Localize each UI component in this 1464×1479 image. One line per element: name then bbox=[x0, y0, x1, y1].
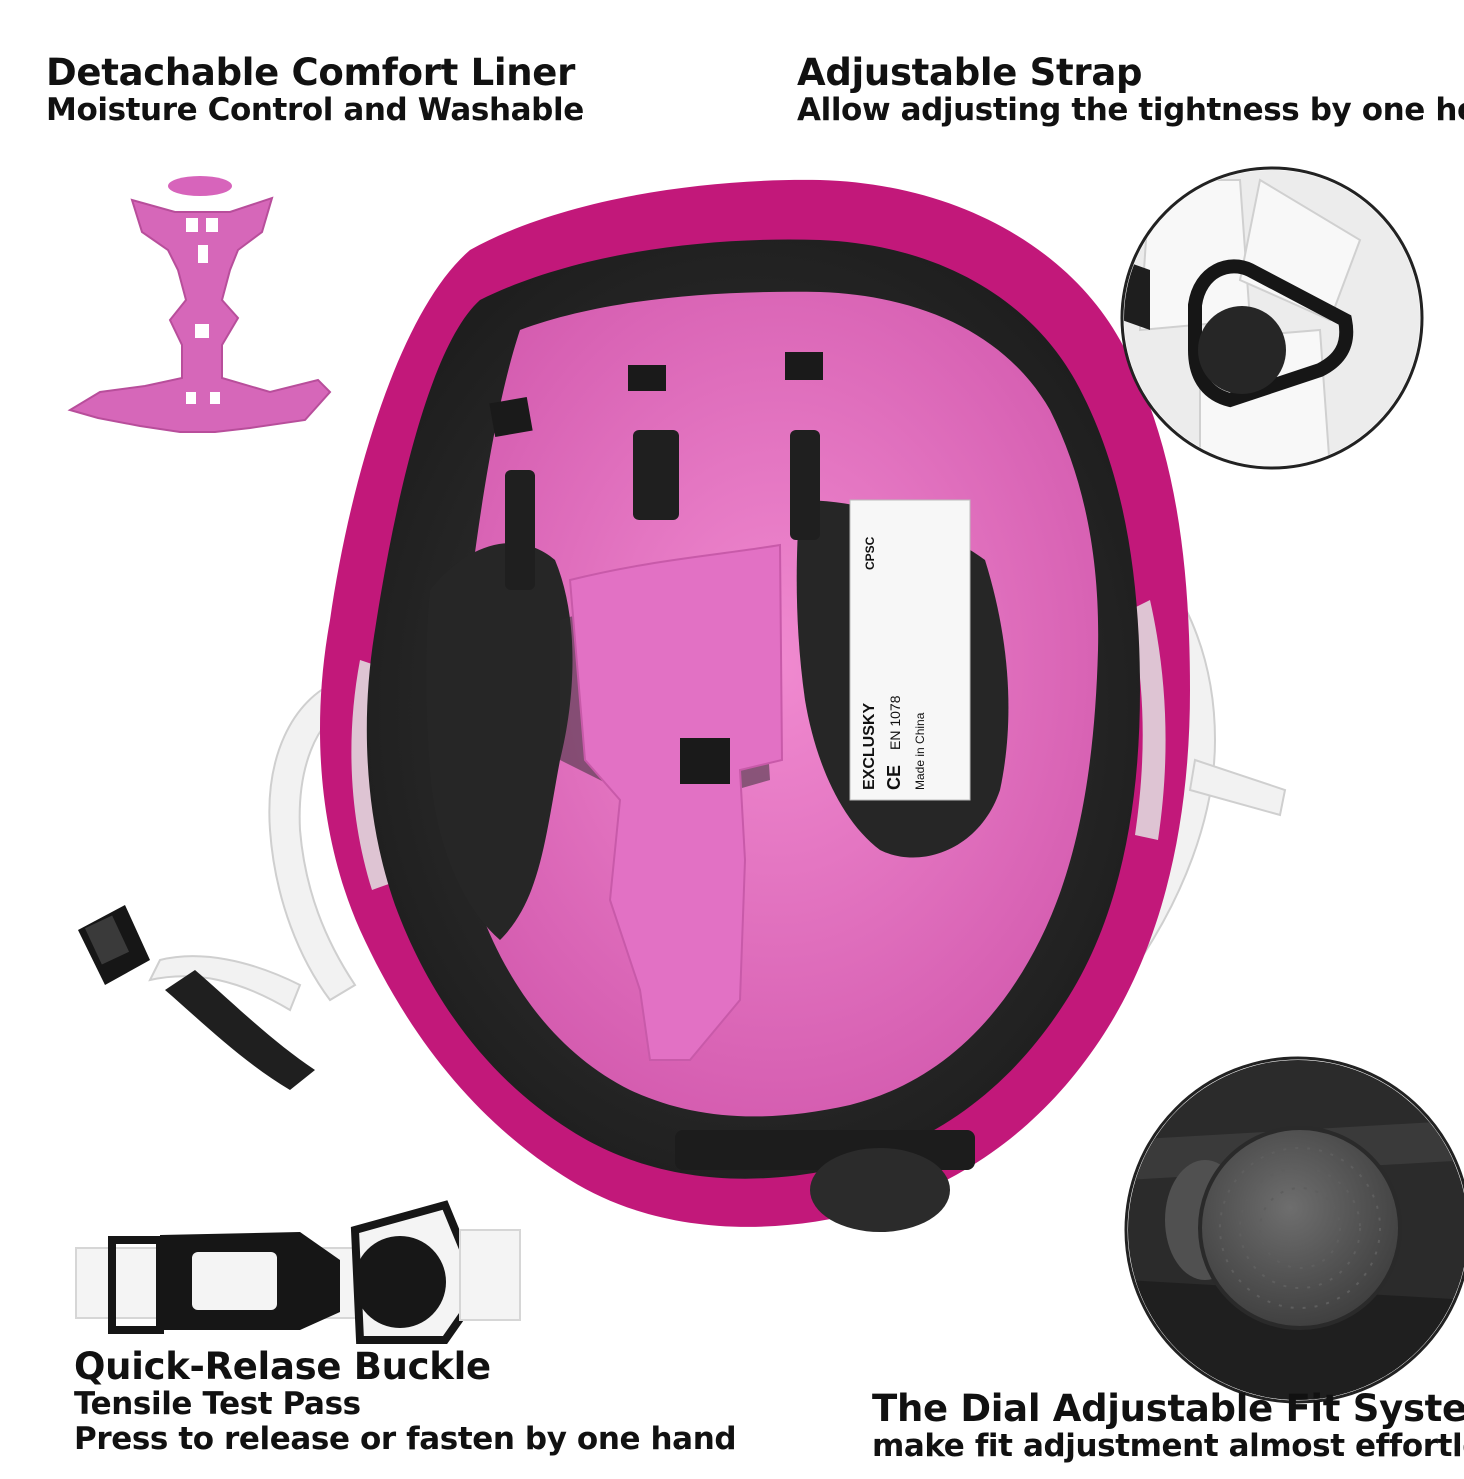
label-ce: CE bbox=[884, 765, 904, 790]
strap-detail-circle bbox=[1120, 166, 1424, 470]
feature-dial-desc: make fit adjustment almost effortless bbox=[872, 1428, 1464, 1465]
buckle-detail bbox=[75, 1200, 521, 1344]
label-cpsc: CPSC bbox=[863, 536, 877, 570]
feature-dial: The Dial Adjustable Fit System make fit … bbox=[872, 1388, 1464, 1464]
certification-label: EXCLUSKY CE EN 1078 Made in China CPSC bbox=[849, 499, 971, 801]
feature-buckle-title: Quick-Relase Buckle bbox=[74, 1345, 491, 1388]
feature-strap-desc: Allow adjusting the tightness by one hea… bbox=[797, 92, 1464, 129]
feature-strap: Adjustable Strap Allow adjusting the tig… bbox=[797, 52, 1464, 128]
feature-strap-title: Adjustable Strap bbox=[797, 51, 1143, 94]
feature-liner-desc: Moisture Control and Washable bbox=[46, 92, 584, 129]
feature-liner-title: Detachable Comfort Liner bbox=[46, 51, 576, 94]
feature-buckle-desc-2: Press to release or fasten by one hand bbox=[74, 1421, 737, 1458]
feature-dial-title: The Dial Adjustable Fit System bbox=[872, 1387, 1464, 1430]
chin-strap bbox=[78, 905, 315, 1090]
comfort-liner-pad bbox=[67, 176, 332, 433]
feature-buckle: Quick-Relase Buckle Tensile Test Pass Pr… bbox=[74, 1345, 737, 1458]
feature-liner: Detachable Comfort Liner Moisture Contro… bbox=[46, 52, 584, 128]
label-standard: EN 1078 bbox=[887, 695, 903, 750]
dial-detail-circle bbox=[1124, 1056, 1464, 1404]
feature-buckle-desc-1: Tensile Test Pass bbox=[74, 1386, 361, 1423]
label-origin: Made in China bbox=[913, 712, 927, 790]
helmet bbox=[268, 179, 1287, 1232]
label-brand: EXCLUSKY bbox=[861, 703, 878, 790]
